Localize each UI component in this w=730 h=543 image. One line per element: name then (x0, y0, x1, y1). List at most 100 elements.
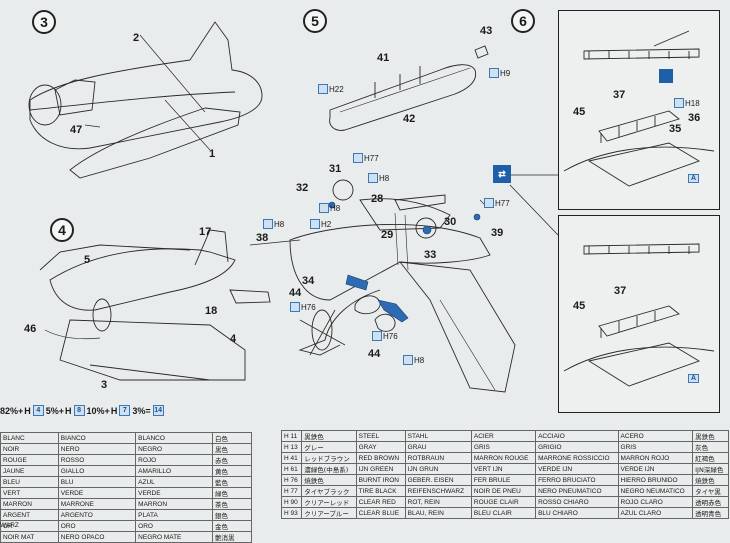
table-cell: クリアーレッド (301, 496, 357, 508)
table-cell: VERDE (135, 487, 213, 499)
table-cell: BLAU, REIN (404, 507, 472, 519)
part-2-label: 2 (133, 32, 140, 44)
paint-ref: H76 (372, 331, 398, 341)
table-cell: ACIER (470, 430, 537, 442)
table-cell: AZUL (135, 476, 213, 488)
table-cell: ROUGE (0, 454, 59, 466)
table-cell: ROT, REIN (404, 496, 472, 508)
part-29-label: 29 (381, 229, 394, 241)
table-cell: H 13 (280, 441, 303, 453)
paint-ref: H8 (319, 203, 340, 213)
paint-ref: H77 (353, 153, 379, 163)
view-a-marker: A (688, 174, 700, 183)
detail-drawing (563, 243, 715, 387)
table-cell: MARRON (135, 498, 213, 510)
table-cell: BLU CHIARO (535, 507, 619, 519)
paint-ref: H8 (403, 355, 424, 365)
table-cell: TIRE BLACK (355, 485, 406, 497)
table-cell: NERO OPACO (57, 531, 137, 543)
table-cell: 焼鉄色 (692, 474, 729, 486)
table-cell: MARRONE ROSSICCIO (535, 452, 619, 464)
table-cell: ACCIAIO (535, 430, 619, 442)
part-45b-label: 45 (573, 300, 586, 312)
paint-swatch-icon (318, 84, 328, 94)
part-43-label: 43 (480, 25, 493, 37)
table-cell: CLEAR RED (355, 496, 406, 508)
table-cell: GRAY (355, 441, 406, 453)
table-cell: AMARILLO (135, 465, 213, 477)
table-cell: NERO PNEUMATICO (535, 485, 619, 497)
part-47-label: 47 (70, 124, 83, 136)
table-cell: 艶消黒 (211, 531, 253, 543)
paint-swatch-icon (403, 355, 413, 365)
paint-swatch-icon (489, 68, 499, 78)
part-32-label: 32 (296, 182, 309, 194)
table-cell: MARRON (0, 498, 59, 510)
table-cell: グレー (301, 441, 357, 453)
table-cell: タイヤ黒 (692, 485, 729, 497)
part-34-label: 34 (302, 275, 315, 287)
step-4-number: 4 (50, 218, 74, 242)
table-cell: ACERO (617, 430, 694, 442)
part-44-label: 44 (289, 287, 302, 299)
table-cell: STAHL (404, 430, 472, 442)
part-42-label: 42 (403, 113, 416, 125)
table-cell: MARRONE (57, 498, 137, 510)
table-cell: 銀色 (211, 509, 253, 521)
table-cell: VERDE IJN (617, 463, 694, 475)
part-1-label: 1 (209, 148, 216, 160)
paint-ref: H8 (263, 219, 284, 229)
part-3-label: 3 (101, 379, 108, 391)
table-cell: H 77 (280, 485, 303, 497)
part-30-label: 30 (444, 216, 457, 228)
table-cell: 黒鉄色 (301, 430, 357, 442)
detail-box-bottom (558, 215, 720, 413)
table-cell: FERRO BRUCIATO (535, 474, 619, 486)
table-cell: タイヤブラック (301, 485, 357, 497)
part-39-label: 39 (491, 227, 504, 239)
part-44b-label: 44 (368, 348, 381, 360)
table-cell: H 41 (280, 452, 303, 464)
table-cell: NERO (57, 443, 137, 455)
table-cell: ORO (57, 520, 137, 532)
table-cell: 赤色 (211, 454, 253, 466)
table-cell: GRIS (470, 441, 537, 453)
table-cell: 茶色 (211, 498, 253, 510)
part-31-label: 31 (329, 163, 342, 175)
table-cell: HIERRO BRUNIDO (617, 474, 694, 486)
table-cell: GRIS (617, 441, 694, 453)
paint-swatch-icon (263, 219, 273, 229)
paint-swatch-icon (372, 331, 382, 341)
table-cell: MARRON ROUGE (470, 452, 537, 464)
table-cell: H 93 (280, 507, 303, 519)
paint-ref: H8 (368, 173, 389, 183)
paint-swatch-icon (484, 198, 494, 208)
part-4-label: 4 (230, 333, 237, 345)
table-cell: GEBER. EISEN (404, 474, 472, 486)
table-cell: STEEL (355, 430, 406, 442)
table-cell: NOIR DE PNEU (470, 485, 537, 497)
step-6-number: 6 (511, 9, 535, 33)
table-prefix: WARZ (0, 522, 19, 529)
table-cell: ROJO (135, 454, 213, 466)
table-cell: 灰色 (692, 441, 729, 453)
table-cell: VERT IJN (470, 463, 537, 475)
table-cell: REIFENSCHWARZ (404, 485, 472, 497)
table-cell: クリアーブルー (301, 507, 357, 519)
table-cell: NEGRO (135, 443, 213, 455)
table-cell: BURNT IRON (355, 474, 406, 486)
table-cell: BLU (57, 476, 137, 488)
table-cell: IJN GREEN (355, 463, 406, 475)
part-5-label: 5 (84, 254, 91, 266)
table-cell: GRAU (404, 441, 472, 453)
